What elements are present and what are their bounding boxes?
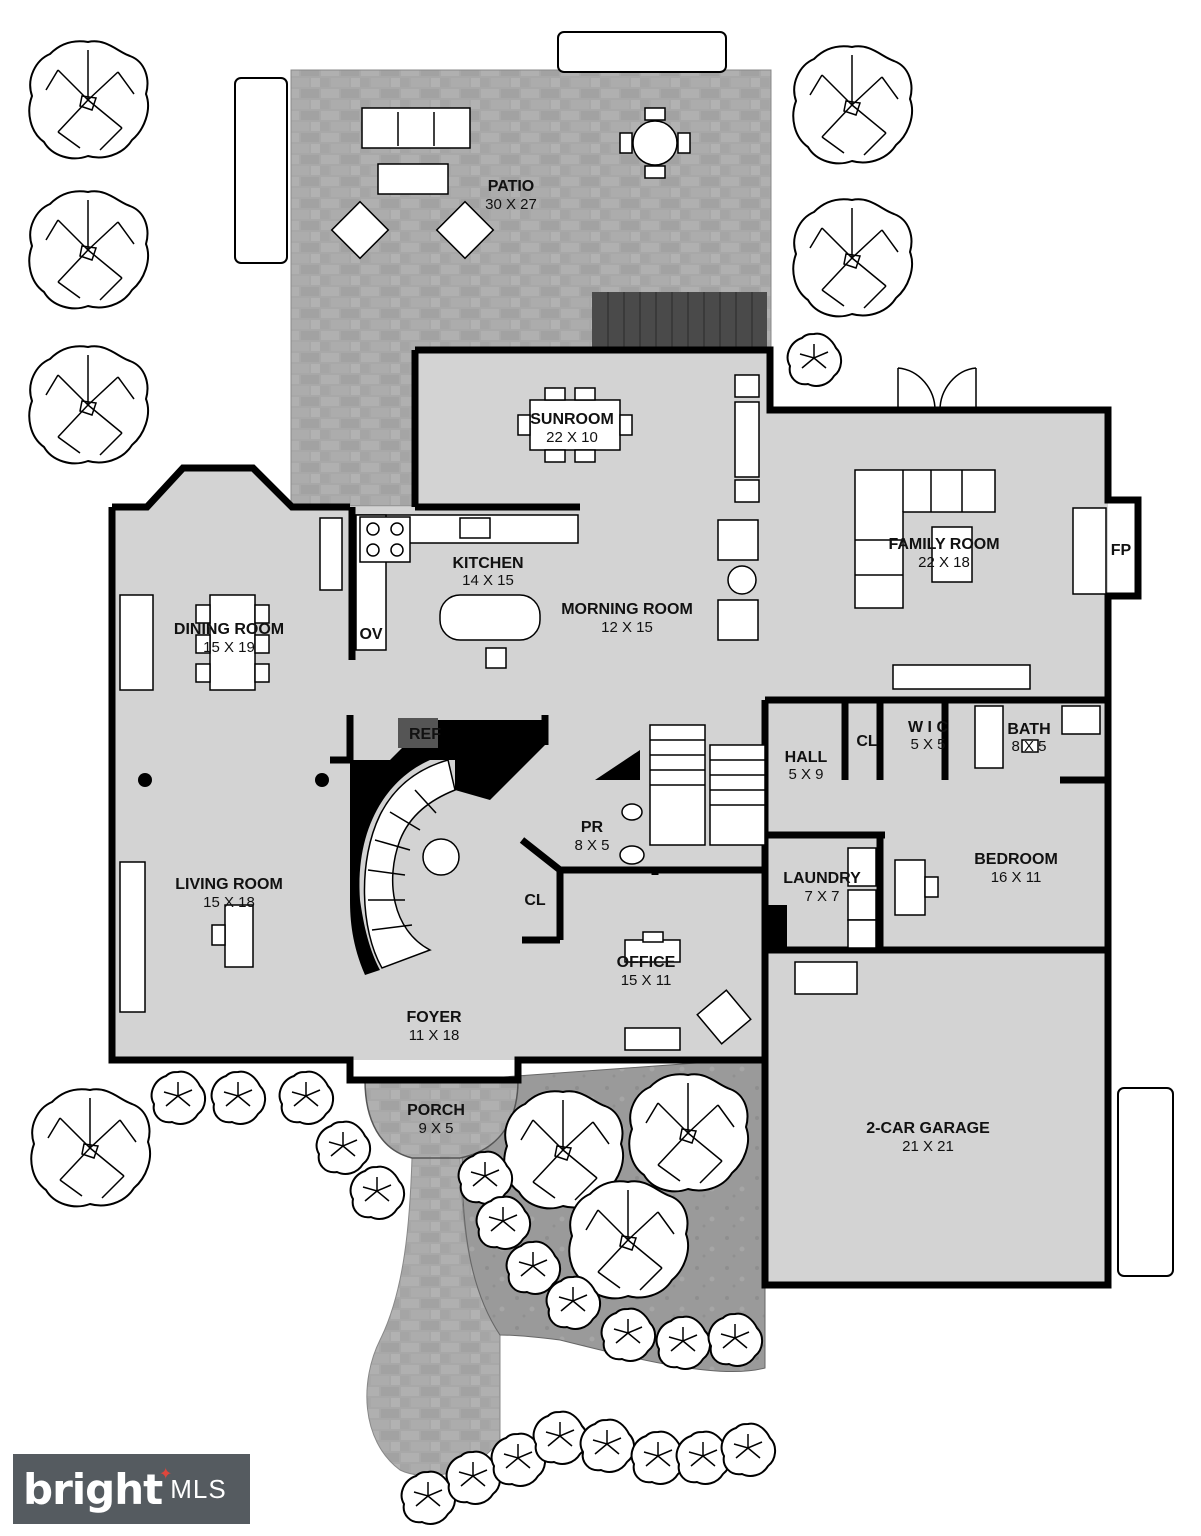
- closet-label-foyer: CL: [524, 892, 546, 909]
- porch-surface: [364, 1079, 519, 1159]
- pr-name: PR: [581, 819, 604, 836]
- kitchen-name: KITCHEN: [452, 555, 523, 572]
- sunroom-name: SUNROOM: [530, 411, 614, 428]
- laundry-dim: 7 X 7: [804, 888, 839, 905]
- logo-suffix: MLS: [170, 1473, 227, 1504]
- office-furniture: [624, 931, 752, 1051]
- patio-furniture: [330, 107, 691, 260]
- bright-mls-logo: bright ✦ MLS: [13, 1454, 250, 1524]
- kitchen-counters: [319, 514, 579, 669]
- fp-label: FP: [1111, 542, 1132, 559]
- bedroom-dim: 16 X 11: [991, 869, 1042, 886]
- hedges: [234, 31, 1174, 1277]
- oven-label: OV: [359, 626, 382, 643]
- foyer-name: FOYER: [406, 1009, 462, 1026]
- family-room-dim: 22 X 18: [918, 554, 970, 571]
- sunroom-seating: [717, 374, 760, 641]
- french-doors: [897, 367, 977, 411]
- patio-stairs: [592, 292, 767, 348]
- hall-name: HALL: [785, 749, 828, 766]
- living-furniture: [119, 861, 254, 1013]
- patio-name: PATIO: [488, 178, 535, 195]
- center-stair: [649, 724, 766, 846]
- bedroom-name: BEDROOM: [974, 851, 1058, 868]
- laundry-fixtures: [765, 847, 877, 995]
- sunroom-table: [517, 387, 633, 463]
- bath-fixtures: [974, 705, 1101, 769]
- kitchen-dim: 14 X 15: [462, 572, 514, 589]
- column-right: [315, 773, 329, 787]
- wic-dim: 5 X 5: [910, 736, 945, 753]
- powder-room-fixtures: [595, 750, 645, 865]
- bath-dim: 8 X 5: [1011, 738, 1046, 755]
- dining-room-dim: 15 X 19: [203, 639, 255, 656]
- bath-name: BATH: [1007, 721, 1050, 738]
- porch-dim: 9 X 5: [418, 1120, 453, 1137]
- laundry-name: LAUNDRY: [783, 870, 861, 887]
- hall-dim: 5 X 9: [788, 766, 823, 783]
- logo-star-icon: ✦: [159, 1466, 173, 1483]
- column-left: [138, 773, 152, 787]
- logo-brand: bright: [23, 1464, 163, 1514]
- office-dim: 15 X 11: [621, 972, 672, 989]
- office-name: OFFICE: [617, 954, 676, 971]
- walls: [108, 346, 1142, 1289]
- dining-room-name: DINING ROOM: [174, 621, 284, 638]
- family-room-furniture: [854, 469, 1107, 690]
- living-room-dim: 15 X 18: [203, 894, 255, 911]
- morning-room-name: MORNING ROOM: [561, 601, 693, 618]
- porch-name: PORCH: [407, 1102, 465, 1119]
- ref-label: REF: [409, 726, 441, 743]
- garage-name: 2-CAR GARAGE: [866, 1120, 990, 1137]
- wic-name: W I C: [908, 719, 948, 736]
- sunroom-dim: 22 X 10: [546, 429, 598, 446]
- closet-label-hall: CL: [856, 733, 878, 750]
- room-labels: PATIO 30 X 27 SUNROOM 22 X 10 KITCHEN 14…: [174, 178, 1132, 1155]
- foyer-stair: [350, 718, 545, 975]
- bedroom-furniture: [894, 859, 939, 916]
- living-room-name: LIVING ROOM: [175, 876, 283, 893]
- foyer-dim: 11 X 18: [409, 1027, 460, 1044]
- garage-dim: 21 X 21: [902, 1138, 954, 1155]
- family-room-name: FAMILY ROOM: [888, 536, 999, 553]
- morning-room-dim: 12 X 15: [601, 619, 653, 636]
- pr-dim: 8 X 5: [574, 837, 609, 854]
- patio-dim: 30 X 27: [485, 196, 537, 213]
- dining-furniture: [119, 594, 270, 691]
